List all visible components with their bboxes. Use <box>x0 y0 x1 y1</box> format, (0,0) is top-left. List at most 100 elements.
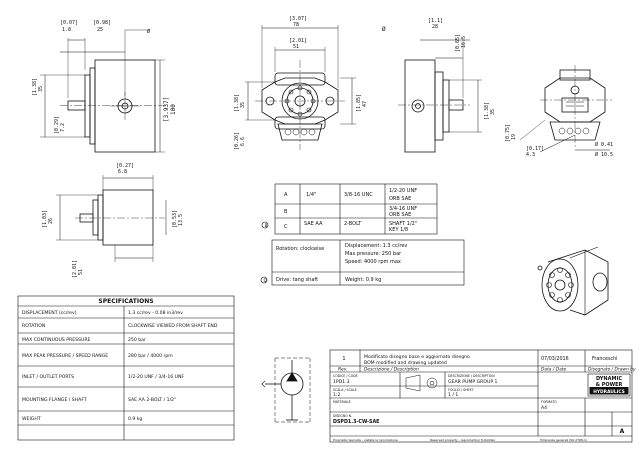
dim-v5-right-a: [0.53] <box>172 210 178 228</box>
dim-v1-left-b: 35 <box>38 86 44 92</box>
port-table-marker: B <box>265 223 268 228</box>
dim-v2-left-b: 35 <box>240 102 246 108</box>
dim-v1-top-d: 25 <box>97 27 103 33</box>
port-row-2-c2: SAE AA <box>304 221 323 227</box>
v3-phi-symbol: Ø <box>382 26 386 33</box>
dim-v5-top-b: 6.8 <box>118 169 127 175</box>
material-label: MATERIALE <box>333 400 351 404</box>
spec-table <box>17 295 235 441</box>
dim-v1-bot2: 7.2 <box>60 123 66 132</box>
dim-v3-right-d: 19 <box>511 134 517 140</box>
dim-v5-left-a: [1.03] <box>42 210 48 228</box>
dwg-value: DSPD1.3-CW-SAE <box>333 419 379 425</box>
brand-line-1: DYNAMIC <box>596 376 622 382</box>
footer-rights-en: Reserved property - reproduction forbidd… <box>430 438 495 442</box>
sheet-value: 1 / 1 <box>448 392 458 398</box>
dim-v3-top-b: 28 <box>432 24 438 30</box>
desc-value: GEAR PUMP GROUP 1 <box>448 379 498 385</box>
port-row-0-c1: A <box>284 192 288 198</box>
size-label: FORMATO <box>541 400 557 404</box>
rev-drawn-by: Franceschi <box>592 356 617 362</box>
dim-v2-right-b: 47 <box>362 101 368 107</box>
port-row-2-c4a: SHAFT 1/2" <box>389 221 417 227</box>
port-row-1-c4b: ORB SAE <box>389 212 411 218</box>
port-row-1-c4a: 3/4-16 UNF <box>389 206 417 212</box>
hydraulic-pump-symbol <box>261 357 311 423</box>
dim-v4-phi-a: Ø 0.41 <box>595 141 613 148</box>
view-rear <box>519 65 612 153</box>
dim-v1-side-a: [3.937] <box>163 97 170 122</box>
view-side-left <box>40 29 165 153</box>
hdr-description: Descrizione / Description <box>364 367 419 373</box>
dim-v3-top-d: 16.5 <box>461 36 467 48</box>
dim-v3-right-b: 35 <box>490 109 496 115</box>
brand-line-3: HYDRAULICS <box>593 389 625 395</box>
spec-row-1-label: ROTATION <box>22 323 45 329</box>
view-front-flange <box>245 25 356 150</box>
dim-v3-right-c: [0.75] <box>505 124 511 142</box>
dim-v3-top-a: [1.1] <box>428 18 443 24</box>
dim-v4-phi-b: Ø 10.5 <box>595 151 613 158</box>
note-line1b: Displacement: 1.3 cc/rev <box>345 243 407 249</box>
spec-row-0-value: 1.3 cc/rev - 0.08 in3/rev <box>128 310 183 316</box>
projection-symbol-icon <box>405 374 438 392</box>
size-value: A4 <box>541 405 547 411</box>
spec-row-3-value: 280 bar / 4000 rpm <box>128 353 173 359</box>
spec-row-5-label: MOUNTING FLANGE / SHAFT <box>22 397 87 403</box>
dwg-label: DISEGNO N. <box>333 414 352 418</box>
rev-date: 07/03/2016 <box>541 356 569 362</box>
hdr-date: Data / Date <box>541 367 567 373</box>
rev-description-it: Modificato disegno base e aggiornato dis… <box>364 354 470 360</box>
dim-v2-top-d: 51 <box>293 44 299 50</box>
dim-v1-bot: [0.29] <box>54 116 60 134</box>
dim-v5-bot-b: 51 <box>78 269 84 275</box>
spec-row-5-value: SAE AA 2-BOLT / 1/2" <box>128 397 176 403</box>
spec-row-0-label: DISPLACEMENT (cc/rev) <box>22 310 77 316</box>
rev-number: 1 <box>342 356 345 362</box>
desc-label: DESCRIZIONE / DESCRIPTION <box>448 374 495 378</box>
note-line1a: Rotation: clockwise <box>276 246 324 252</box>
dim-v5-left-b: 26 <box>48 218 54 224</box>
dim-v4-bot-b: 4.3 <box>526 152 535 158</box>
dim-v1-top-a: [0.07] <box>60 20 78 26</box>
title-block <box>329 349 633 443</box>
dim-v2-left-a: [1.38] <box>234 94 240 112</box>
code-label: CODICE / CODE <box>333 374 358 378</box>
port-table <box>261 183 438 235</box>
dim-v1-left-a: [1.38] <box>32 78 38 96</box>
dim-v1-phi: Ø <box>147 28 150 35</box>
hdr-drawn-by: Disegnato / Drawn by <box>588 367 636 373</box>
hdr-rev: Rev. <box>338 367 347 373</box>
footer-tolerances: Tolleranze generali ISO 2768-m <box>539 438 587 442</box>
view-side-right <box>398 38 482 153</box>
dim-v2-top-c: [2.01] <box>289 38 307 44</box>
dim-v2-top-a: [3.07] <box>289 16 307 22</box>
view-top-plan <box>56 175 167 262</box>
port-row-0-c3: 3/8-16 UNC <box>344 192 373 198</box>
dim-v5-right-b: 13.5 <box>178 214 184 226</box>
port-row-2-c3: 2-BOLT <box>344 221 362 227</box>
dim-v2-left-d: 6.6 <box>240 137 246 146</box>
dim-v1-top-c: [0.98] <box>93 20 111 26</box>
spec-row-1-value: CLOCKWISE VIEWED FROM SHAFT END <box>128 323 218 329</box>
code-value: 1PD1.3 <box>333 379 350 385</box>
note-line3b: Weight: 0.9 kg <box>345 277 381 283</box>
dim-v2-right-a: [1.85] <box>356 94 362 112</box>
scale-label: SCALA / SCALE <box>333 388 357 392</box>
dim-v2-left-c: [0.26] <box>234 132 240 150</box>
dim-v2-top-b: 78 <box>293 22 299 28</box>
spec-row-6-value: 0.9 kg <box>128 416 142 422</box>
scale-value: 1:2 <box>333 392 340 398</box>
spec-table-title: SPECIFICATIONS <box>98 298 153 305</box>
dim-v5-top-a: [0.27] <box>116 163 134 169</box>
dim-v5-bot-a: [2.01] <box>72 260 78 278</box>
spec-row-2-value: 250 bar <box>128 337 146 343</box>
footer-rights-it: Proprietà riservata - vietata la riprodu… <box>333 438 398 442</box>
sheet-label: FOGLIO / SHEET <box>448 388 474 392</box>
rev-description-en: BOM modified and drawing updated <box>364 360 447 366</box>
dim-v3-right-a: [1.38] <box>484 102 490 120</box>
dim-v1-side-b: 100 <box>170 104 177 115</box>
spec-row-4-label: INLET / OUTLET PORTS <box>22 374 74 380</box>
port-row-2-c1: C <box>284 224 288 230</box>
